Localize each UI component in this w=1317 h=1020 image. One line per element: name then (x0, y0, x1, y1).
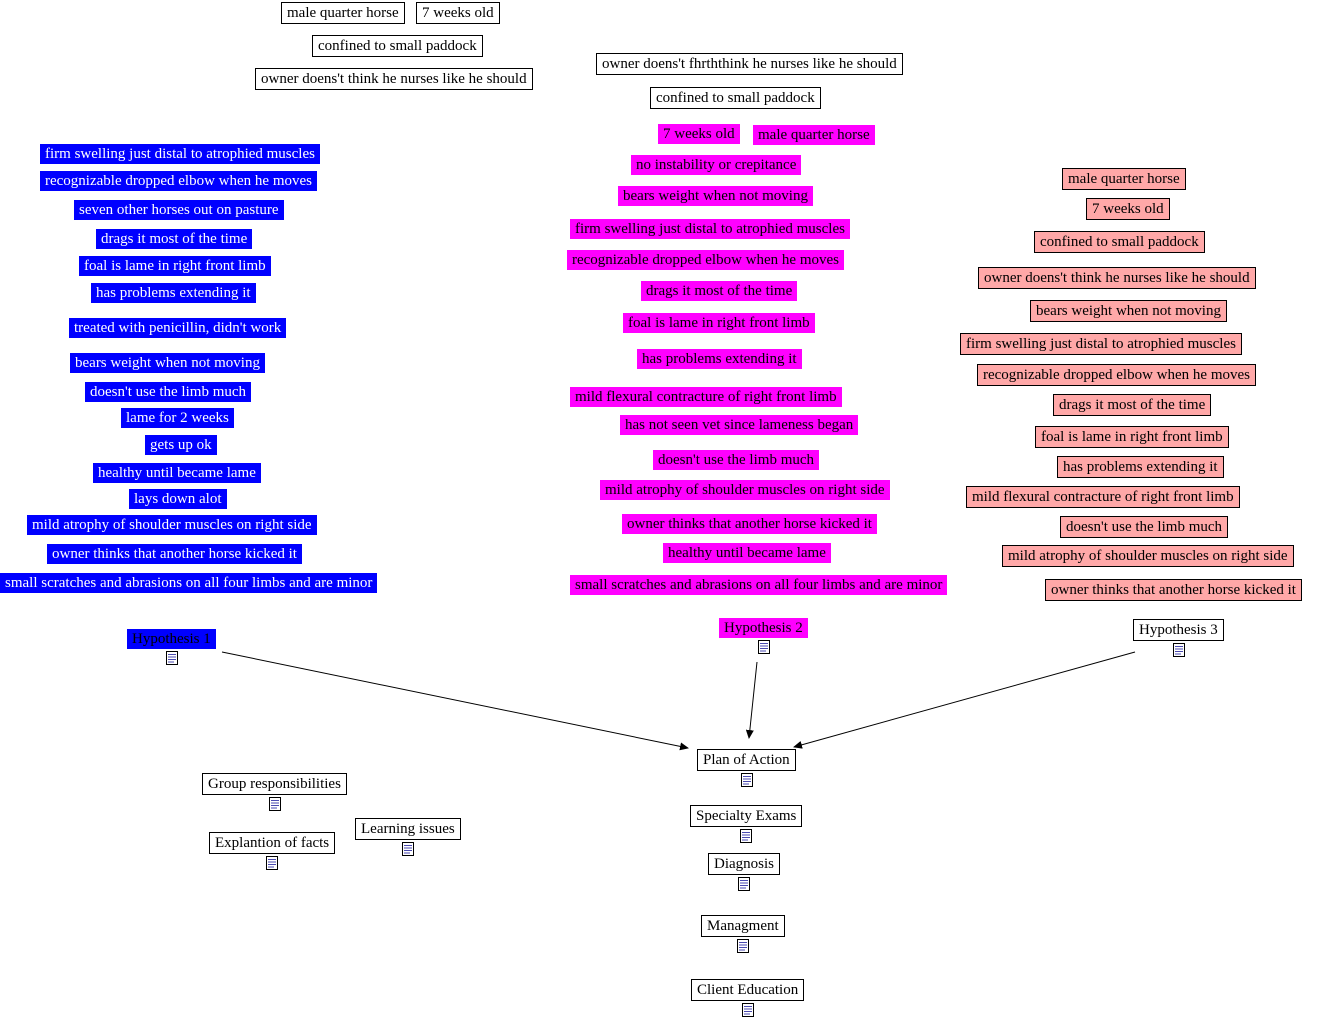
fact-node[interactable]: mild atrophy of shoulder muscles on righ… (1002, 545, 1294, 567)
resource-document-icon[interactable] (742, 1003, 754, 1017)
fact-node[interactable]: no instability or crepitance (631, 155, 802, 175)
diagnosis-node[interactable]: Diagnosis (708, 853, 780, 875)
fact-node[interactable]: healthy until became lame (663, 543, 831, 563)
resource-document-icon[interactable] (266, 856, 278, 870)
resource-document-icon[interactable] (737, 939, 749, 953)
fact-node[interactable]: foal is lame in right front limb (79, 256, 271, 276)
fact-node[interactable]: small scratches and abrasions on all fou… (570, 575, 948, 595)
resource-document-icon[interactable] (758, 640, 770, 654)
fact-node[interactable]: owner thinks that another horse kicked i… (622, 514, 877, 534)
fact-node[interactable]: foal is lame in right front limb (623, 313, 815, 333)
fact-node[interactable]: firm swelling just distal to atrophied m… (40, 144, 320, 164)
fact-node[interactable]: male quarter horse (281, 2, 405, 24)
fact-node[interactable]: owner thinks that another horse kicked i… (1045, 579, 1302, 601)
fact-node[interactable]: doesn't use the limb much (1060, 516, 1229, 538)
fact-node[interactable]: lays down alot (129, 489, 227, 509)
plan-of-action-node[interactable]: Plan of Action (697, 749, 796, 771)
fact-node[interactable]: mild flexural contracture of right front… (570, 387, 842, 407)
fact-node[interactable]: drags it most of the time (641, 281, 798, 301)
resource-document-icon[interactable] (269, 797, 281, 811)
resource-document-icon[interactable] (402, 842, 414, 856)
fact-node[interactable]: mild atrophy of shoulder muscles on righ… (27, 515, 317, 535)
fact-node[interactable]: owner thinks that another horse kicked i… (47, 544, 302, 564)
connector-arrow (745, 661, 758, 739)
resource-document-icon[interactable] (166, 651, 178, 665)
fact-node[interactable]: foal is lame in right front limb (1035, 426, 1229, 448)
fact-node[interactable]: owner doens't think he nurses like he sh… (978, 267, 1256, 289)
fact-node[interactable]: owner doens't fhrththink he nurses like … (596, 53, 903, 75)
fact-node[interactable]: treated with penicillin, didn't work (69, 318, 287, 338)
fact-node[interactable]: lame for 2 weeks (121, 408, 234, 428)
fact-node[interactable]: small scratches and abrasions on all fou… (0, 573, 378, 593)
fact-node[interactable]: gets up ok (145, 435, 217, 455)
fact-node[interactable]: bears weight when not moving (1030, 300, 1227, 322)
fact-node[interactable]: drags it most of the time (96, 229, 253, 249)
fact-node[interactable]: recognizable dropped elbow when he moves (977, 364, 1256, 386)
fact-node[interactable]: male quarter horse (753, 125, 875, 145)
client-education-node[interactable]: Client Education (691, 979, 805, 1001)
group-responsibilities-node[interactable]: Group responsibilities (202, 773, 347, 795)
hypothesis-1-node[interactable]: Hypothesis 1 (127, 629, 216, 649)
fact-node[interactable]: mild flexural contracture of right front… (966, 486, 1240, 508)
fact-node[interactable]: firm swelling just distal to atrophied m… (570, 219, 850, 239)
explanation-of-facts-node[interactable]: Explantion of facts (209, 832, 336, 854)
fact-node[interactable]: doesn't use the limb much (85, 382, 252, 402)
resource-document-icon[interactable] (741, 773, 753, 787)
learning-issues-node[interactable]: Learning issues (355, 818, 461, 840)
fact-node[interactable]: recognizable dropped elbow when he moves (40, 171, 317, 191)
hypothesis-2-node[interactable]: Hypothesis 2 (719, 618, 808, 638)
fact-node[interactable]: has not seen vet since lameness began (620, 415, 859, 435)
fact-node[interactable]: has problems extending it (91, 283, 256, 303)
fact-node[interactable]: 7 weeks old (416, 2, 500, 24)
connector-arrow (221, 651, 689, 751)
fact-node[interactable]: doesn't use the limb much (653, 450, 820, 470)
arrow-lines (221, 651, 1136, 751)
fact-node[interactable]: bears weight when not moving (70, 353, 265, 373)
resource-document-icon[interactable] (740, 829, 752, 843)
fact-node[interactable]: bears weight when not moving (618, 186, 813, 206)
specialty-exams-node[interactable]: Specialty Exams (690, 805, 803, 827)
fact-node[interactable]: healthy until became lame (93, 463, 261, 483)
fact-node[interactable]: confined to small paddock (312, 35, 483, 57)
fact-node[interactable]: 7 weeks old (1086, 198, 1170, 220)
fact-node[interactable]: confined to small paddock (1034, 231, 1205, 253)
fact-node[interactable]: owner doens't think he nurses like he sh… (255, 68, 533, 90)
resource-document-icon[interactable] (1173, 643, 1185, 657)
fact-node[interactable]: drags it most of the time (1053, 394, 1212, 416)
fact-node[interactable]: 7 weeks old (658, 124, 740, 144)
resource-document-icon[interactable] (738, 877, 750, 891)
fact-node[interactable]: firm swelling just distal to atrophied m… (960, 333, 1242, 355)
fact-node[interactable]: recognizable dropped elbow when he moves (567, 250, 844, 270)
connector-arrow (793, 651, 1136, 749)
fact-node[interactable]: has problems extending it (1057, 456, 1224, 478)
fact-node[interactable]: male quarter horse (1062, 168, 1186, 190)
fact-node[interactable]: seven other horses out on pasture (74, 200, 284, 220)
hypothesis-3-node[interactable]: Hypothesis 3 (1133, 619, 1224, 641)
fact-node[interactable]: has problems extending it (637, 349, 802, 369)
fact-node[interactable]: confined to small paddock (650, 87, 821, 109)
fact-node[interactable]: mild atrophy of shoulder muscles on righ… (600, 480, 890, 500)
management-node[interactable]: Managment (701, 915, 785, 937)
